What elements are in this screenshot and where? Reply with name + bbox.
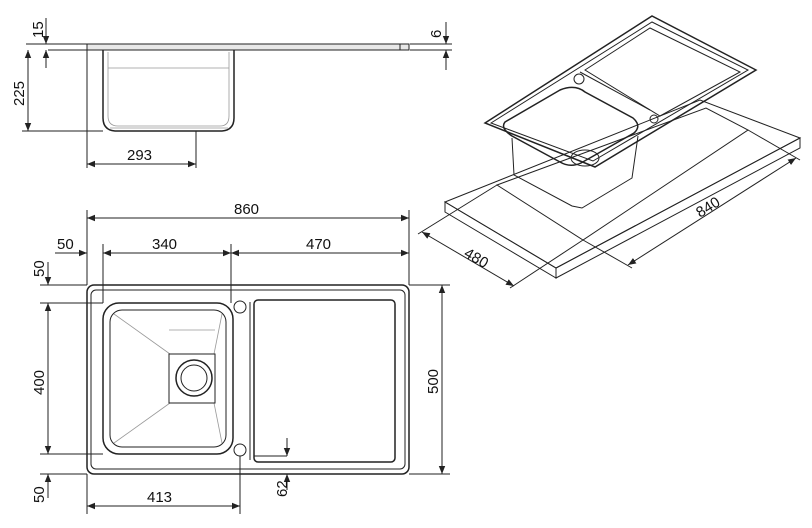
tap-hole [233, 300, 247, 314]
dim-top-margin: 50 [31, 260, 48, 277]
dim-waste-offset: 413 [147, 489, 172, 506]
dim-bowl-span: 340 [152, 236, 177, 253]
dim-bowl-height: 400 [31, 370, 48, 395]
side-rim [86, 43, 410, 51]
side-view: 15 6 225 293 [11, 18, 452, 168]
dim-rim-thickness: 15 [30, 21, 47, 38]
top-view: 860 50 340 470 50 400 50 500 4 [31, 201, 450, 514]
isometric-view: 840 480 [417, 15, 802, 289]
dim-cutout-length: 840 [693, 194, 723, 222]
dim-drainer-length: 470 [306, 236, 331, 253]
dim-overall-length: 860 [234, 201, 259, 218]
bowl-outline [102, 302, 234, 455]
dim-cutout-width: 480 [461, 245, 491, 272]
dim-drainer-thickness: 6 [428, 30, 445, 38]
iso-bowl [502, 86, 639, 166]
iso-sink-plate [483, 15, 758, 168]
drainer-area [253, 299, 396, 463]
dim-bowl-depth: 225 [11, 81, 28, 106]
dim-bowl-width: 293 [127, 147, 152, 164]
side-bowl [102, 50, 235, 132]
dim-left-margin: 50 [57, 236, 74, 253]
cutout [495, 107, 749, 241]
sink-outline [86, 284, 410, 475]
dim-overall-width: 500 [425, 369, 442, 394]
overflow-hole [233, 443, 247, 457]
waste-outlet [175, 359, 213, 397]
dim-bottom-margin: 50 [31, 486, 48, 503]
dim-drainer-gap: 62 [274, 480, 291, 497]
